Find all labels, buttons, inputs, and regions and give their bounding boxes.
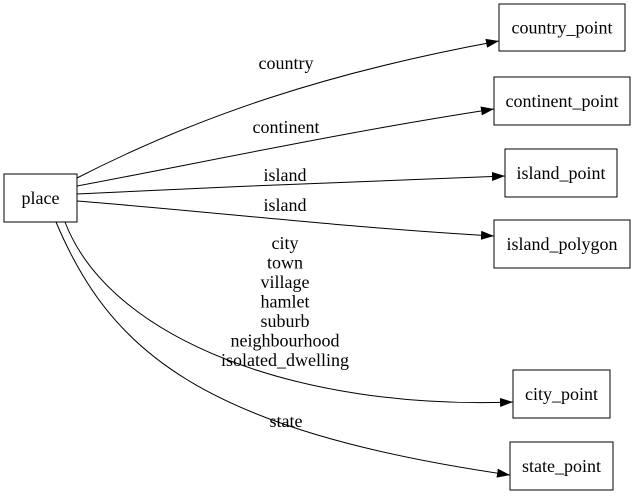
- node-box-state_point: [509, 441, 614, 491]
- node-island_polygon: island_polygon: [493, 219, 631, 269]
- node-city_point: city_point: [512, 369, 611, 419]
- edge-place-continent_point: [76, 106, 495, 187]
- edge-place-island_polygon: [76, 200, 495, 240]
- node-box-city_point: [512, 369, 611, 419]
- edge-label-island_point: island: [264, 165, 307, 185]
- edge-place-country_point: [76, 38, 500, 179]
- edge-label-state_point: state: [270, 411, 303, 431]
- node-state_point: state_point: [509, 441, 614, 491]
- edge-place-city_point: [64, 221, 514, 407]
- edge-place-state_point: [55, 221, 511, 478]
- edge-label-city_point-1: city: [272, 233, 299, 253]
- edge-label-city_point-2: town: [267, 253, 303, 273]
- node-label-continent_point: continent_point: [506, 91, 619, 111]
- node-continent_point: continent_point: [493, 76, 631, 126]
- node-box-island_polygon: [493, 219, 631, 269]
- node-box-place: [3, 173, 78, 223]
- edge-label-city_point-7: isolated_dwelling: [221, 350, 349, 370]
- node-box-island_point: [504, 148, 618, 198]
- node-label-island_polygon: island_polygon: [507, 234, 618, 254]
- node-label-place: place: [22, 188, 60, 208]
- edge-label-country_point: country: [259, 53, 314, 73]
- node-country_point: country_point: [498, 3, 626, 52]
- node-label-state_point: state_point: [522, 456, 601, 476]
- node-box-continent_point: [493, 76, 631, 126]
- node-label-city_point: city_point: [525, 384, 598, 404]
- node-label-country_point: country_point: [512, 18, 613, 38]
- node-place: place: [3, 173, 78, 223]
- node-island_point: island_point: [504, 148, 618, 198]
- node-label-island_point: island_point: [517, 163, 606, 183]
- edge-place-island_point: [76, 171, 506, 195]
- node-box-country_point: [498, 3, 626, 52]
- edge-label-city_point-3: village: [261, 272, 310, 292]
- edge-label-city_point-6: neighbourhood: [231, 331, 340, 351]
- edge-label-city_point-5: suburb: [261, 311, 310, 331]
- edge-label-city_point-4: hamlet: [261, 292, 310, 312]
- edge-label-island_polygon: island: [264, 195, 307, 215]
- edge-label-continent_point: continent: [253, 117, 320, 137]
